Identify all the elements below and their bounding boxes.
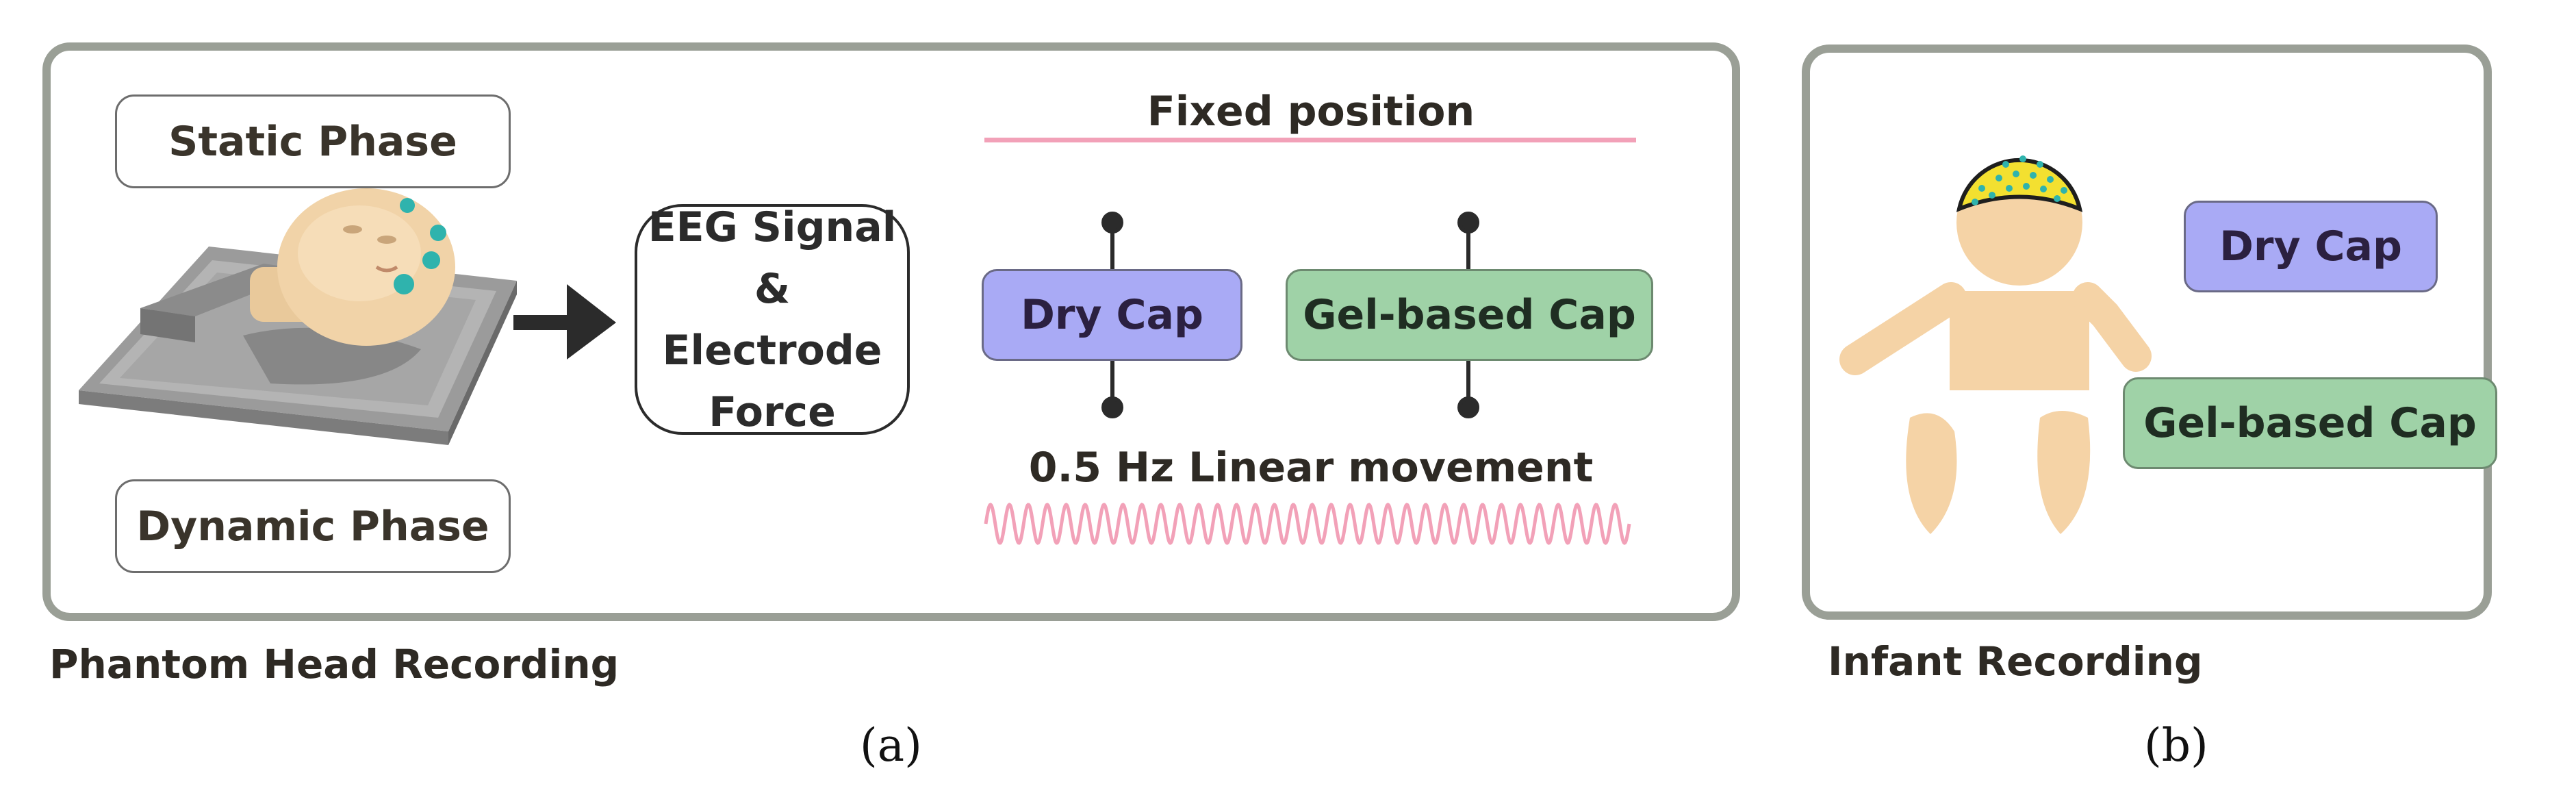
fixed-position-line (984, 138, 1636, 142)
infant-illustration (1839, 155, 2152, 534)
sine-wave (984, 503, 1631, 545)
sublabel-b: (b) (2144, 719, 2208, 772)
eeg-signal-box: EEG Signal & Electrode Force (635, 203, 910, 436)
infant-dry-cap-box: Dry Cap (2184, 201, 2438, 292)
phantom-caption: Phantom Head Recording (49, 641, 620, 687)
gel-cap-box: Gel-based Cap (1286, 269, 1653, 361)
arrow-right-icon (513, 284, 616, 359)
fixed-position-label: Fixed position (1147, 88, 1475, 136)
signal-line-2: & Electrode (662, 264, 882, 375)
dynamic-phase-box: Dynamic Phase (115, 479, 511, 573)
infant-gel-cap-box: Gel-based Cap (2123, 377, 2497, 469)
infant-caption: Infant Recording (1828, 638, 2203, 685)
static-phase-box: Static Phase (115, 94, 511, 188)
movement-label: 0.5 Hz Linear movement (1028, 444, 1594, 492)
cap-connectors (1101, 212, 1479, 418)
dry-cap-box: Dry Cap (982, 269, 1242, 361)
signal-line-1: EEG Signal (648, 203, 897, 251)
sublabel-a: (a) (860, 719, 922, 772)
signal-line-3: Force (709, 388, 836, 436)
phantom-head-illustration (79, 188, 517, 445)
